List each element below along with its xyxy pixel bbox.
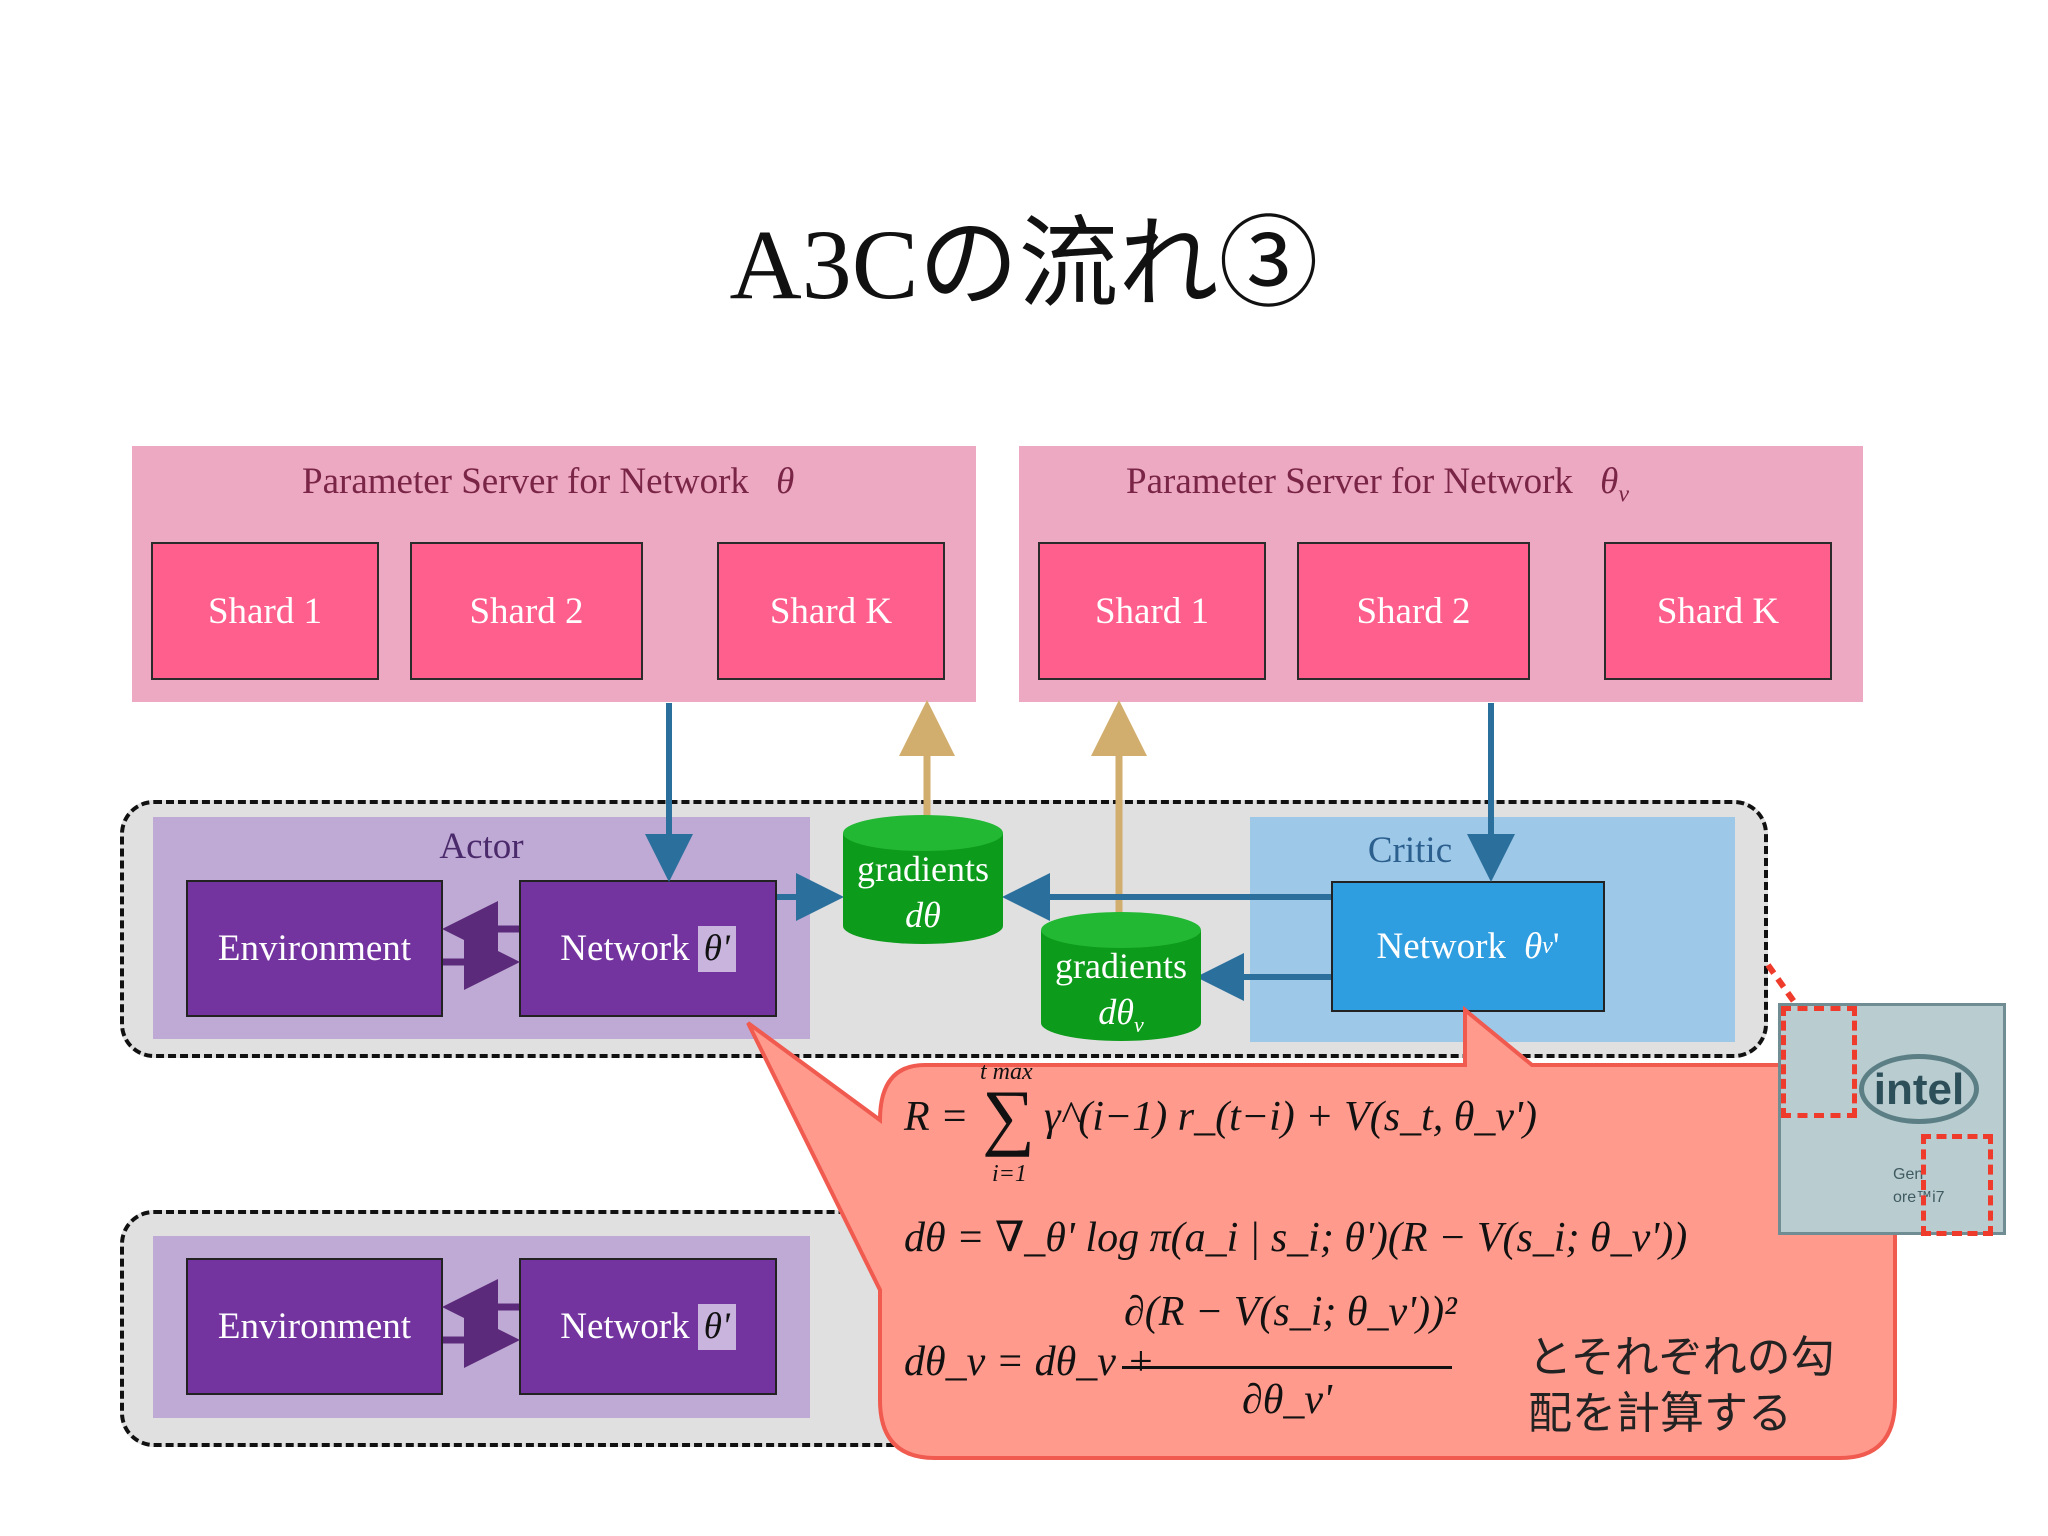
chip-gen-text: Gen — [1893, 1166, 1924, 1183]
shard-2[interactable]: Shard 2 — [410, 542, 643, 680]
actor-label: Actor — [439, 826, 524, 867]
equation-actor-gradient: dθ = ∇_θ' log π(a_i | s_i; θ')(R − V(s_i… — [904, 1215, 1688, 1261]
gradient-store-actor — [843, 815, 1003, 944]
server-label: Parameter Server for Network θv — [1126, 461, 1629, 508]
environment-box[interactable]: Environment — [186, 880, 443, 1017]
intel-logo: intel — [1859, 1054, 1979, 1124]
gradient-store-critic — [1041, 912, 1201, 1041]
shard-1[interactable]: Shard 1 — [151, 542, 379, 680]
environment-box[interactable]: Environment — [186, 1258, 443, 1395]
chip-highlight-right — [1921, 1134, 1993, 1236]
shard-k[interactable]: Shard K — [717, 542, 945, 680]
server-label: Parameter Server for Network θ — [302, 461, 795, 502]
equation-critic-gradient: dθ_v = dθ_v + ∂(R − V(s_i; θ_v'))² ∂θ_v' — [904, 1289, 1457, 1423]
page-title: A3Cの流れ③ — [729, 209, 1319, 320]
theta-prime-symbol: θ' — [697, 925, 736, 972]
chip-core-text: ore™i7 — [1893, 1189, 1945, 1206]
callout-note: とそれぞれの勾 配を計算する — [1528, 1332, 1835, 1439]
shard-1[interactable]: Shard 1 — [1038, 542, 1266, 680]
callout-link-line — [1765, 963, 1803, 1012]
shard-2[interactable]: Shard 2 — [1297, 542, 1530, 680]
parameter-server-theta-v: Parameter Server for Network θv Shard 1 … — [1019, 446, 1863, 702]
chip-highlight-left — [1781, 1006, 1857, 1118]
cpu-chip-image: intel Gen ore™i7 — [1778, 1003, 2006, 1236]
parameter-server-theta: Parameter Server for Network θ Shard 1 S… — [132, 446, 976, 702]
shard-k[interactable]: Shard K — [1604, 542, 1832, 680]
critic-label: Critic — [1367, 830, 1453, 871]
equation-return: R = t max ∑ i=1 γ^(i−1) r_(t−i) + V(s_t,… — [904, 1059, 1537, 1187]
gradient-label-critic: gradients dθv — [1055, 946, 1187, 1038]
theta-prime-symbol: θ' — [697, 1303, 736, 1350]
gradient-label-actor: gradients dθ — [857, 849, 989, 935]
